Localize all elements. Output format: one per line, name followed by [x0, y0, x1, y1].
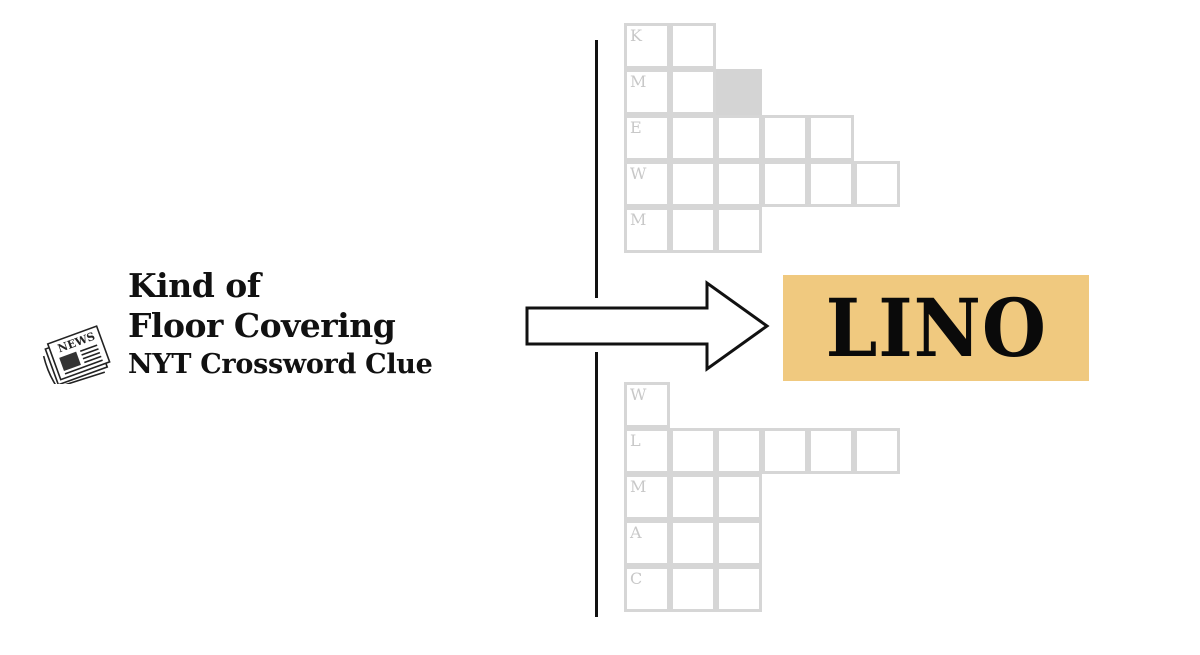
grid-cell-letter: W: [630, 385, 647, 404]
grid-cell: [762, 115, 808, 161]
grid-cell-letter: K: [630, 26, 642, 45]
grid-cell: [854, 161, 900, 207]
grid-cell-letter: C: [630, 569, 643, 588]
grid-cell: [716, 115, 762, 161]
clue-line-3: NYT Crossword Clue: [128, 349, 433, 380]
grid-cell: [716, 566, 762, 612]
grid-cell-letter: A: [630, 523, 642, 542]
grid-cell: M: [624, 474, 670, 520]
grid-cell-letter: M: [630, 477, 647, 496]
grid-cell: A: [624, 520, 670, 566]
divider-bottom: [595, 352, 598, 617]
grid-cell: [716, 207, 762, 253]
grid-cell: [670, 115, 716, 161]
clue-line-2: Floor Covering: [128, 306, 396, 345]
newspaper-icon: NEWS: [42, 325, 111, 384]
grid-cell: [854, 428, 900, 474]
grid-cell: [808, 428, 854, 474]
grid-cell-letter: L: [630, 431, 641, 450]
grid-cell: [716, 520, 762, 566]
grid-cell-letter: E: [630, 118, 642, 137]
grid-cell: [670, 23, 716, 69]
grid-cell: [762, 161, 808, 207]
grid-cell: [670, 474, 716, 520]
grid-cell: [716, 474, 762, 520]
grid-cell: L: [624, 428, 670, 474]
grid-cell: [716, 161, 762, 207]
grid-cell: W: [624, 161, 670, 207]
grid-cell-shaded: [716, 69, 762, 115]
grid-cell: [716, 428, 762, 474]
grid-cell: [670, 566, 716, 612]
grid-cell: [670, 428, 716, 474]
grid-cell: W: [624, 382, 670, 428]
grid-cell: [808, 161, 854, 207]
clue-title: Kind of Floor Covering NYT Crossword Clu…: [128, 266, 433, 384]
clue-line-1: Kind of: [128, 266, 261, 305]
grid-cell: [670, 207, 716, 253]
grid-cell-letter: M: [630, 210, 647, 229]
divider-top: [595, 40, 598, 298]
grid-cell: [670, 161, 716, 207]
grid-cell: [762, 428, 808, 474]
grid-cell: [808, 115, 854, 161]
grid-cell: E: [624, 115, 670, 161]
grid-cell: M: [624, 69, 670, 115]
grid-cell-letter: W: [630, 164, 647, 183]
grid-cell: K: [624, 23, 670, 69]
grid-cell: [670, 520, 716, 566]
right-arrow-icon: [525, 280, 770, 372]
answer-text: LINO: [825, 281, 1047, 375]
grid-cell: C: [624, 566, 670, 612]
grid-cell-letter: M: [630, 72, 647, 91]
grid-cell: M: [624, 207, 670, 253]
answer-box: LINO: [783, 275, 1089, 381]
grid-cell: [670, 69, 716, 115]
